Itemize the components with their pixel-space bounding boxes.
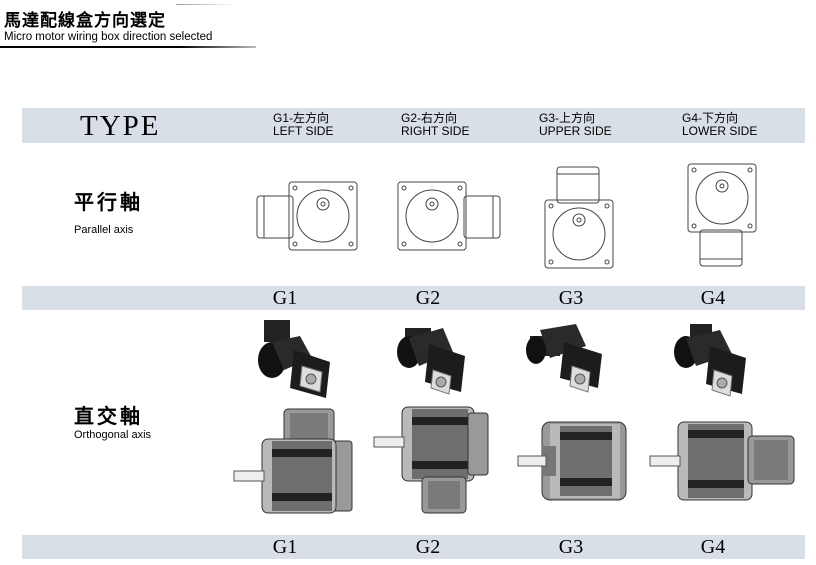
orthogonal-g3-3d-motor: [526, 324, 602, 393]
label-parallel-g2: G2: [415, 287, 441, 309]
orthogonal-g3-side-view: [517, 421, 627, 501]
col-head-g3: G3-上方向 UPPER SIDE: [539, 112, 612, 138]
parallel-label-band: [22, 286, 805, 310]
col-head-g1-code: G1-左方向: [273, 111, 330, 125]
row-orthogonal-name-en: Orthogonal axis: [74, 429, 152, 441]
orthogonal-g4-side-view: [649, 421, 795, 501]
orthogonal-g2-3d-motor: [397, 328, 465, 395]
col-head-g3-side: UPPER SIDE: [539, 124, 612, 138]
header-rule-top: [176, 4, 236, 5]
parallel-g3-drawing: [544, 166, 614, 269]
type-header-band: [22, 108, 805, 143]
parallel-g4-drawing: [687, 163, 757, 267]
col-head-g1-side: LEFT SIDE: [273, 124, 334, 138]
row-parallel-name-en: Parallel axis: [74, 224, 134, 236]
orthogonal-g1-3d-motor: [258, 320, 330, 398]
label-orthogonal-g4: G4: [700, 536, 726, 558]
row-orthogonal-name-zh: 直交軸: [74, 404, 143, 428]
col-head-g4: G4-下方向 LOWER SIDE: [682, 112, 757, 138]
page-title-en: Micro motor wiring box direction selecte…: [4, 31, 213, 43]
orthogonal-g2-side-view: [373, 406, 489, 514]
orthogonal-g1-side-view: [233, 408, 353, 514]
col-head-g2: G2-右方向 RIGHT SIDE: [401, 112, 469, 138]
orthogonal-label-band: [22, 535, 805, 559]
col-head-g2-side: RIGHT SIDE: [401, 124, 470, 138]
type-heading: TYPE: [80, 110, 161, 142]
col-head-g4-side: LOWER SIDE: [682, 124, 758, 138]
label-parallel-g3: G3: [558, 287, 584, 309]
orthogonal-g4-3d-motor: [674, 324, 746, 397]
label-orthogonal-g1: G1: [272, 536, 298, 558]
label-parallel-g4: G4: [700, 287, 726, 309]
parallel-g2-drawing: [397, 181, 501, 251]
page-title-zh: 馬達配線盒方向選定: [4, 11, 166, 31]
col-head-g2-code: G2-右方向: [401, 111, 458, 125]
label-orthogonal-g3: G3: [558, 536, 584, 558]
label-parallel-g1: G1: [272, 287, 298, 309]
col-head-g1: G1-左方向 LEFT SIDE: [273, 112, 333, 138]
col-head-g4-code: G4-下方向: [682, 111, 739, 125]
header-rule: [0, 46, 256, 48]
parallel-g1-drawing: [256, 181, 358, 251]
row-parallel-name-zh: 平行軸: [74, 190, 143, 214]
label-orthogonal-g2: G2: [415, 536, 441, 558]
col-head-g3-code: G3-上方向: [539, 111, 596, 125]
